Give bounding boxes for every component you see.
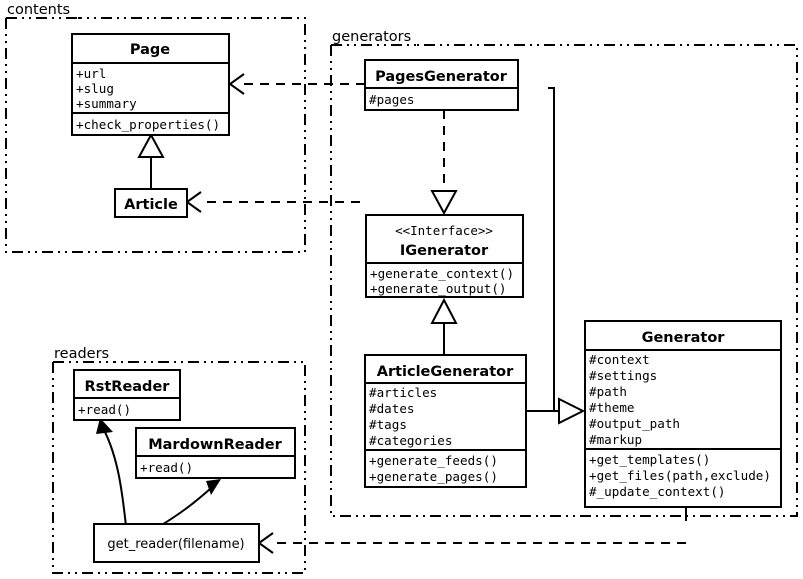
class-generator-attr-0: #context — [589, 352, 650, 367]
relation-articlegenerator-generator — [526, 397, 586, 425]
class-articlegenerator-name: ArticleGenerator — [377, 364, 514, 380]
class-page-name: Page — [130, 42, 170, 58]
class-igenerator-name: IGenerator — [400, 243, 489, 259]
package-generators-border — [330, 44, 798, 517]
class-page-attr-0: +url — [76, 66, 106, 81]
relation-pagesgenerator-generator — [548, 87, 559, 412]
class-article[interactable]: Article — [114, 188, 188, 218]
class-page-method-0: +check_properties() — [76, 117, 220, 132]
relation-getreader-rstreader — [96, 418, 127, 527]
class-generator-method-1: +get_files(path,exclude) — [589, 468, 771, 483]
class-generator-attr-4: #output_path — [589, 416, 680, 431]
class-mardownreader-method-0: +read() — [140, 460, 193, 475]
class-mardownreader-name: MardownReader — [148, 437, 282, 453]
class-generator-method-0: +get_templates() — [589, 452, 710, 467]
dependency-arrowhead-getreader — [257, 532, 274, 554]
class-generator-attr-5: #markup — [589, 432, 642, 447]
class-articlegenerator-attr-1: #dates — [369, 401, 415, 416]
class-generator-method-2: #_update_context() — [589, 484, 725, 499]
class-page-attr-1: +slug — [76, 81, 114, 96]
class-pagesgenerator-attr-0: #pages — [369, 92, 415, 107]
function-get-reader[interactable]: get_reader(filename) — [93, 523, 260, 563]
class-rstreader-method-0: +read() — [78, 402, 131, 417]
class-articlegenerator-method-0: +generate_feeds() — [369, 453, 498, 468]
package-contents: contents — [5, 2, 306, 253]
generalization-arrowhead-igenerator — [430, 297, 458, 324]
class-articlegenerator-method-1: +generate_pages() — [369, 469, 498, 484]
generalization-arrowhead-generator — [558, 397, 586, 425]
arrowhead-rstreader — [96, 418, 113, 434]
class-rstreader[interactable]: RstReader +read() — [73, 369, 181, 421]
class-articlegenerator[interactable]: ArticleGenerator #articles #dates #tags … — [364, 354, 527, 488]
class-generator[interactable]: Generator #context #settings #path #them… — [584, 320, 782, 508]
class-igenerator-stereotype: <<Interface>> — [395, 223, 493, 238]
class-articlegenerator-attr-0: #articles — [369, 385, 437, 400]
package-readers: readers — [52, 346, 306, 574]
relation-pagesgenerator-igenerator — [430, 110, 458, 216]
class-page-attr-2: +summary — [76, 96, 137, 111]
class-articlegenerator-attr-3: #categories — [369, 433, 452, 448]
class-article-name: Article — [124, 197, 178, 213]
dependency-arrowhead-page — [228, 73, 245, 95]
class-igenerator-method-0: +generate_context() — [370, 266, 514, 281]
class-page[interactable]: Page +url +slug +summary +check_properti… — [71, 33, 230, 136]
package-generators: generators — [330, 29, 798, 517]
relation-articlegenerator-article — [185, 191, 360, 213]
class-generator-attr-3: #theme — [589, 400, 635, 415]
function-get-reader-label: get_reader(filename) — [107, 537, 244, 552]
dependency-arrowhead-article — [185, 191, 202, 213]
relation-generator-getreader — [257, 507, 687, 554]
class-igenerator[interactable]: <<Interface>> IGenerator +generate_conte… — [365, 214, 524, 298]
relation-getreader-mardownreader — [159, 479, 221, 527]
package-generators-label: generators — [332, 29, 411, 45]
realization-arrowhead-igenerator — [430, 190, 458, 216]
relation-articlegenerator-igenerator — [430, 297, 458, 355]
class-generator-name: Generator — [642, 330, 726, 346]
generalization-arrowhead-page — [137, 132, 165, 158]
package-readers-border — [52, 361, 306, 574]
class-generator-attr-2: #path — [589, 384, 627, 399]
class-articlegenerator-attr-2: #tags — [369, 417, 407, 432]
class-pagesgenerator[interactable]: PagesGenerator #pages — [364, 59, 519, 111]
class-igenerator-method-1: +generate_output() — [370, 281, 506, 296]
package-contents-border — [5, 17, 306, 253]
package-contents-label: contents — [7, 2, 70, 18]
class-rstreader-name: RstReader — [85, 379, 171, 395]
arrowhead-mardownreader — [206, 479, 221, 495]
package-readers-label: readers — [54, 346, 109, 362]
curve-getreader-mardownreader — [159, 488, 211, 527]
relation-article-page — [137, 132, 165, 189]
relation-pagesgenerator-page — [228, 73, 365, 95]
class-generator-attr-1: #settings — [589, 368, 657, 383]
class-pagesgenerator-name: PagesGenerator — [375, 69, 508, 85]
curve-getreader-rstreader — [103, 429, 127, 527]
class-mardownreader[interactable]: MardownReader +read() — [135, 427, 296, 479]
